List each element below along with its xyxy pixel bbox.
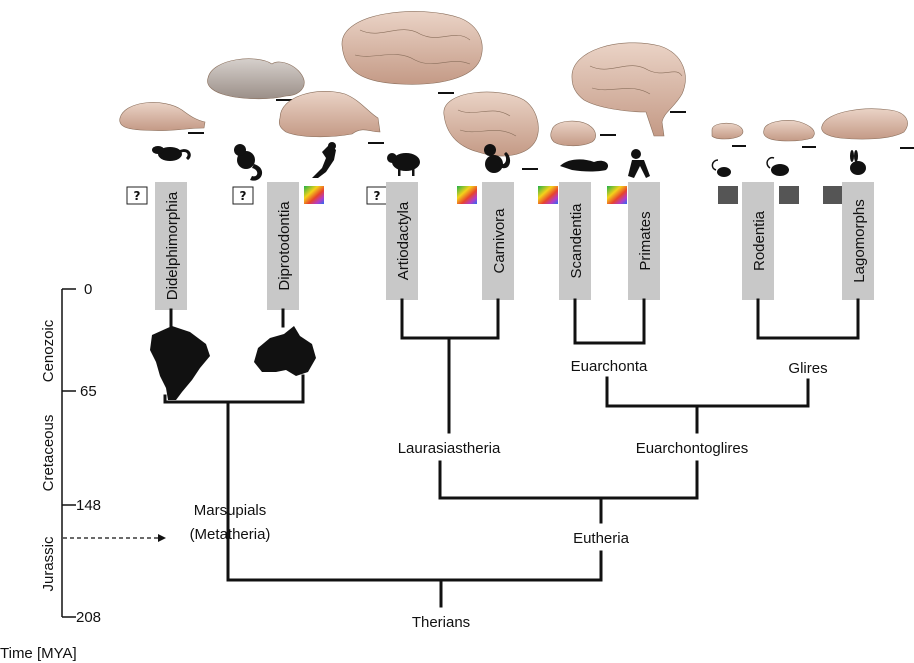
- clade-euarchontoglires: Euarchontoglires: [636, 440, 749, 457]
- unknown-icon-diprotodontia: ?: [233, 187, 253, 204]
- tick-0: 0: [84, 281, 92, 298]
- brain-rodentia-a: [712, 123, 746, 147]
- clade-therians: Therians: [412, 614, 470, 631]
- taxon-artiodactyla: Artiodactyla: [386, 182, 418, 300]
- treeshrew-icon: [560, 159, 608, 171]
- clade-eutheria: Eutheria: [573, 530, 630, 547]
- monkey-icon: [628, 149, 650, 178]
- taxon-didelphimorphia: Didelphimorphia: [155, 182, 187, 310]
- brain-lagomorphs: [822, 109, 914, 149]
- rabbit-icon: [850, 150, 866, 175]
- taxon-primates: Primates: [628, 182, 660, 300]
- rat-icon: [767, 158, 789, 176]
- taxon-diprotodontia: Diprotodontia: [267, 182, 299, 310]
- brain-didelphimorphia: [120, 102, 205, 134]
- era-cenozoic: Cenozoic: [40, 319, 57, 382]
- svg-text:Scandentia: Scandentia: [568, 203, 585, 279]
- clade-glires: Glires: [788, 360, 827, 377]
- time-unit-label: Time [MYA]: [0, 645, 77, 662]
- brain-scandentia: [551, 121, 616, 146]
- mouse-icon: [712, 160, 731, 177]
- texture-icon-rodentia-a: [718, 186, 738, 204]
- arrow-head-icon: [158, 534, 166, 542]
- colormap-icon-scandentia: [538, 186, 558, 204]
- south-america-map: [150, 326, 210, 400]
- colormap-icon-diprotodontia: [304, 186, 324, 204]
- possum-icon: [234, 144, 262, 181]
- taxon-rodentia: Rodentia: [742, 182, 774, 300]
- taxon-labels: Didelphimorphia Diprotodontia Artiodacty…: [155, 182, 874, 310]
- kangaroo-icon: [312, 142, 336, 178]
- svg-text:Artiodactyla: Artiodactyla: [395, 201, 412, 280]
- svg-text:?: ?: [374, 189, 381, 203]
- svg-text:Lagomorphs: Lagomorphs: [851, 199, 868, 282]
- svg-text:?: ?: [134, 189, 141, 203]
- brain-diprotodontia-large: [279, 91, 384, 144]
- continent-shapes: [150, 326, 316, 400]
- tick-65: 65: [80, 383, 97, 400]
- sheep-icon: [387, 153, 420, 176]
- taxon-carnivora: Carnivora: [482, 182, 514, 300]
- brain-artiodactyla: [342, 11, 482, 94]
- era-cretaceous: Cretaceous: [40, 415, 57, 492]
- brain-rodentia-b: [764, 120, 816, 148]
- brain-primates: [572, 43, 686, 136]
- svg-text:Didelphimorphia: Didelphimorphia: [164, 191, 181, 300]
- clade-euarchonta: Euarchonta: [571, 358, 648, 375]
- unknown-icon-didelphimorphia: ?: [127, 187, 147, 204]
- time-axis: 0 65 148 208 Cenozoic Cretaceous Jurassi…: [0, 281, 166, 662]
- svg-text:Rodentia: Rodentia: [751, 210, 768, 271]
- brain-diprotodontia-small: [208, 59, 305, 101]
- taxon-scandentia: Scandentia: [559, 182, 591, 300]
- era-jurassic: Jurassic: [40, 536, 57, 592]
- unknown-icon-artiodactyla: ?: [367, 187, 387, 204]
- texture-icon-lagomorphs: [823, 186, 843, 204]
- svg-text:Primates: Primates: [637, 211, 654, 270]
- colormap-icon-carnivora: [457, 186, 477, 204]
- clade-laurasiastheria: Laurasiastheria: [398, 440, 501, 457]
- tick-208: 208: [76, 609, 101, 626]
- texture-icon-rodentia-b: [779, 186, 799, 204]
- tick-148: 148: [76, 497, 101, 514]
- clade-marsupials: Marsupials: [194, 502, 267, 519]
- svg-text:Diprotodontia: Diprotodontia: [276, 201, 293, 291]
- australia-map: [254, 326, 316, 376]
- svg-text:?: ?: [240, 189, 247, 203]
- colormap-icon-primates: [607, 186, 627, 204]
- clade-metatheria: (Metatheria): [190, 526, 271, 543]
- opossum-icon: [152, 146, 191, 161]
- clade-labels: Euarchonta Glires Laurasiastheria Euarch…: [190, 358, 828, 631]
- taxon-lagomorphs: Lagomorphs: [842, 182, 874, 300]
- svg-text:Carnivora: Carnivora: [491, 208, 508, 274]
